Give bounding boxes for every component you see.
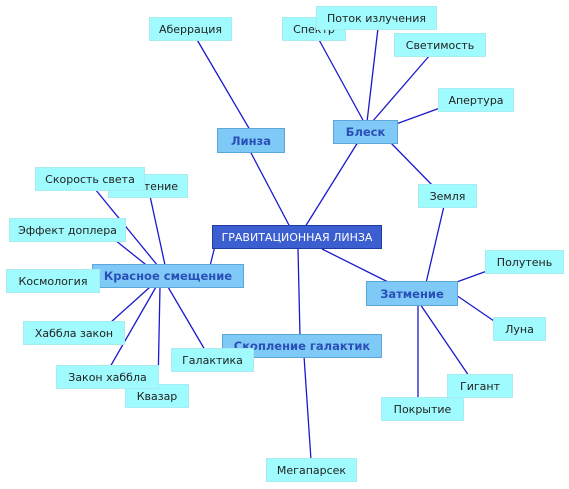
connector-central-1 [304, 141, 359, 228]
leaf-luminosity[interactable]: Светимость [394, 33, 486, 57]
leaf-aperture[interactable]: Апертура [438, 88, 514, 112]
leaf-giant[interactable]: Гигант [447, 374, 513, 398]
connector-redshift-24 [167, 286, 206, 351]
branch-eclipse[interactable]: Затмение [366, 281, 458, 306]
connector-redshift-18 [94, 188, 159, 267]
leaf-galaxy[interactable]: Галактика [171, 348, 254, 372]
leaf-megaparsec[interactable]: Мегапарсек [266, 458, 357, 482]
leaf-penumbra[interactable]: Полутень [485, 250, 564, 274]
leaf-aberration[interactable]: Аберрация [149, 17, 232, 41]
connector-redshift-21 [109, 286, 151, 324]
leaf-speed-of-light[interactable]: Скорость света [35, 167, 145, 191]
connector-cluster-16 [303, 355, 312, 461]
connector-eclipse-14 [419, 303, 470, 377]
central-node[interactable]: ГРАВИТАЦИОННАЯ ЛИНЗА [212, 225, 382, 249]
connector-shine-8 [371, 54, 431, 123]
branch-redshift[interactable]: Красное смещение [92, 264, 244, 288]
leaf-radiation-flux[interactable]: Поток излучения [316, 6, 437, 30]
connector-redshift-17 [149, 195, 166, 266]
connector-eclipse-12 [453, 270, 488, 284]
connector-redshift-22 [109, 286, 157, 368]
connector-shine-10 [389, 141, 434, 187]
connector-eclipse-11 [425, 205, 445, 284]
connector-central-0 [249, 150, 291, 228]
leaf-doppler[interactable]: Эффект доплера [9, 218, 126, 242]
connector-central-3 [297, 248, 301, 337]
connector-shine-6 [317, 37, 365, 123]
connector-eclipse-13 [455, 294, 495, 322]
branch-cluster[interactable]: Скопление галактик [222, 334, 382, 358]
leaf-earth[interactable]: Земля [418, 184, 477, 208]
connector-central-4 [321, 248, 391, 284]
leaf-moon[interactable]: Луна [493, 317, 546, 341]
connector-lens-5 [195, 37, 251, 131]
connector-central-2 [209, 245, 216, 267]
connector-shine-7 [366, 27, 379, 123]
branch-lens[interactable]: Линза [217, 128, 285, 153]
leaf-hubble-law[interactable]: Хаббла закон [23, 321, 125, 345]
connector-redshift-19 [114, 239, 151, 269]
leaf-hubble-law-lower[interactable]: Закон хаббла [56, 365, 159, 389]
branch-shine[interactable]: Блеск [333, 120, 398, 144]
connector-shine-9 [395, 107, 441, 125]
leaf-coverage[interactable]: Покрытие [381, 397, 464, 421]
leaf-cosmology[interactable]: Космология [6, 269, 100, 293]
